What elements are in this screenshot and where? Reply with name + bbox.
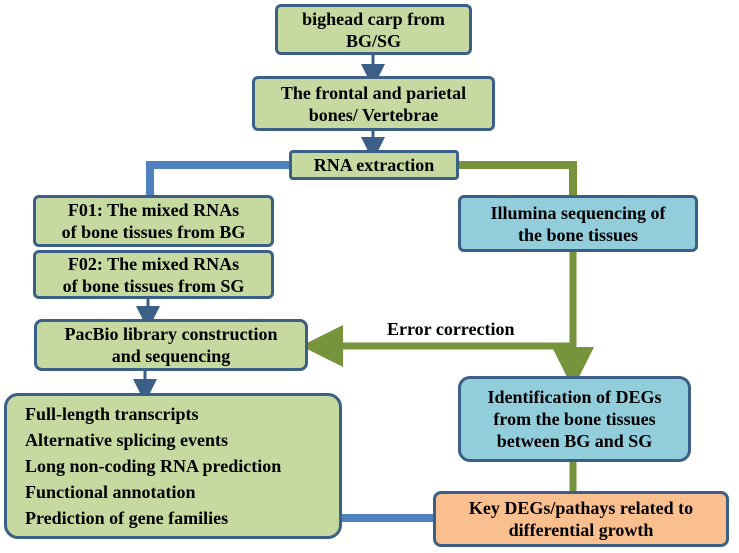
node-key-degs: Key DEGs/pathays related to differential… <box>433 491 729 547</box>
node-f01: F01: The mixed RNAs of bone tissues from… <box>33 195 274 247</box>
node-text: and sequencing <box>111 346 231 366</box>
node-text: bones/ Vertebrae <box>308 104 439 125</box>
node-bighead-carp: bighead carp from BG/SG <box>275 4 472 55</box>
result-item: Full-length transcripts <box>25 404 199 424</box>
result-item: Alternative splicing events <box>25 430 228 450</box>
node-text: the bone tissues <box>517 224 638 245</box>
node-text: differential growth <box>508 520 654 540</box>
node-f02: F02: The mixed RNAs of bone tissues from… <box>33 250 274 299</box>
result-item: Functional annotation <box>25 482 196 502</box>
node-illumina: Illumina sequencing of the bone tissues <box>458 195 698 252</box>
node-text: The frontal and parietal <box>280 82 467 103</box>
node-text: BG/SG <box>345 30 402 51</box>
connector-rna-to-f01 <box>146 161 290 196</box>
connector-rna-to-illumina <box>458 161 577 196</box>
node-text: Identification of DEGs <box>487 387 662 407</box>
node-text: F01: The mixed RNAs <box>67 200 240 220</box>
result-item: Long non-coding RNA prediction <box>25 456 282 476</box>
error-correction-label: Error correction <box>387 319 515 339</box>
node-text: F02: The mixed RNAs <box>67 253 240 274</box>
node-pacbio: PacBio library construction and sequenci… <box>34 319 308 371</box>
node-rna-extraction: RNA extraction <box>289 150 459 180</box>
node-text: of bone tissues from SG <box>62 275 245 296</box>
node-frontal-parietal-bones: The frontal and parietal bones/ Vertebra… <box>252 76 495 131</box>
node-text: between BG and SG <box>496 431 653 451</box>
node-text: PacBio library construction <box>64 324 278 344</box>
node-text: Key DEGs/pathays related to <box>468 498 694 518</box>
node-text: from the bone tissues <box>493 409 656 429</box>
node-text: bighead carp from <box>302 8 445 29</box>
node-text: Illumina sequencing of <box>490 202 666 223</box>
node-text: of bone tissues from BG <box>61 222 246 242</box>
node-results: Full-length transcripts Alternative spli… <box>4 393 342 539</box>
result-item: Prediction of gene families <box>25 508 229 528</box>
node-degs: Identification of DEGs from the bone tis… <box>458 376 691 462</box>
node-text: RNA extraction <box>313 155 435 175</box>
